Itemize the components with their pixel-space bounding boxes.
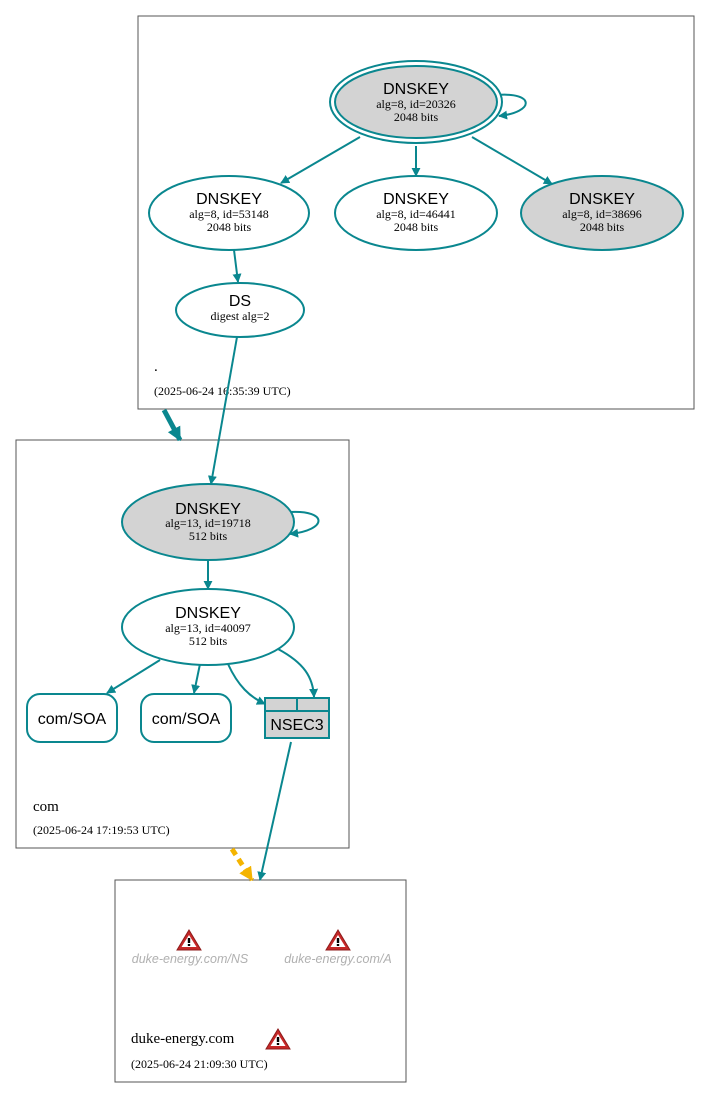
duke-energy-zone: duke-energy.com/NS duke-energy.com/A duk… (114, 879, 407, 1083)
node-type: DNSKEY (175, 605, 241, 622)
zone-timestamp: (2025-06-24 21:09:30 UTC) (131, 1057, 268, 1071)
root-zone: DNSKEY alg=8, id=20326 2048 bits DNSKEY … (137, 15, 695, 410)
edge-nsec3-to-duke (257, 741, 292, 881)
node-type: DS (229, 293, 251, 310)
node-detail: alg=8, id=46441 (376, 207, 456, 221)
edge-zsk-to-nsec3-b (277, 648, 319, 698)
node-detail: alg=8, id=38696 (562, 207, 642, 221)
edge-zsk-to-soa-1 (106, 659, 161, 694)
node-type: DNSKEY (196, 191, 262, 208)
soa-node-1[interactable]: com/SOA (26, 693, 118, 743)
edge-ksk-to-zsk-38696 (471, 136, 553, 185)
node-size: 2048 bits (394, 220, 439, 234)
node-detail: alg=8, id=53148 (189, 207, 269, 221)
dnskey-node-40097[interactable]: DNSKEY alg=13, id=40097 512 bits (121, 588, 295, 666)
delegation-com-to-duke (229, 847, 255, 882)
edge-zsk-to-ds (232, 249, 242, 283)
node-size: 512 bits (189, 634, 228, 648)
nsec3-node[interactable]: NSEC3 (264, 697, 330, 739)
zone-name: . (154, 359, 158, 375)
query-label: duke-energy.com/NS (132, 952, 249, 966)
node-detail: digest alg=2 (210, 309, 269, 323)
edge-ksk-to-zsk-53148 (280, 136, 361, 184)
edge-ds-to-com-ksk (207, 336, 238, 485)
com-zone: DNSKEY alg=13, id=19718 512 bits DNSKEY … (15, 439, 350, 849)
query-label: duke-energy.com/A (284, 952, 391, 966)
query-node-ns[interactable]: duke-energy.com/NS (132, 929, 249, 966)
node-detail: alg=13, id=40097 (165, 621, 251, 635)
edge-com-ksk-self (289, 510, 320, 538)
node-label: com/SOA (38, 711, 107, 728)
node-size: 2048 bits (394, 110, 439, 124)
zone-timestamp: (2025-06-24 17:19:53 UTC) (33, 823, 170, 837)
zone-name: com (33, 799, 59, 815)
node-detail: alg=8, id=20326 (376, 97, 456, 111)
node-type: DNSKEY (383, 191, 449, 208)
dnskey-node-38696[interactable]: DNSKEY alg=8, id=38696 2048 bits (520, 175, 684, 251)
dnskey-node-20326[interactable]: DNSKEY alg=8, id=20326 2048 bits (329, 60, 503, 144)
edge-zsk-to-soa-2 (191, 663, 201, 694)
node-size: 512 bits (189, 529, 228, 543)
dnskey-node-46441[interactable]: DNSKEY alg=8, id=46441 2048 bits (334, 175, 498, 251)
soa-node-2[interactable]: com/SOA (140, 693, 232, 743)
node-size: 2048 bits (580, 220, 625, 234)
edge-ksk-self (496, 93, 527, 120)
dnskey-node-53148[interactable]: DNSKEY alg=8, id=53148 2048 bits (148, 175, 310, 251)
node-type: DNSKEY (569, 191, 635, 208)
edge-zsk-to-nsec3-a (227, 663, 266, 705)
node-type: DNSKEY (175, 501, 241, 518)
duke-zone-box (114, 879, 407, 1083)
node-label: NSEC3 (270, 717, 323, 734)
node-size: 2048 bits (207, 220, 252, 234)
node-detail: alg=13, id=19718 (165, 516, 251, 530)
query-node-a[interactable]: duke-energy.com/A (284, 929, 392, 966)
zone-name: duke-energy.com (131, 1031, 235, 1047)
zone-timestamp: (2025-06-24 16:35:39 UTC) (154, 384, 291, 398)
ds-node[interactable]: DS digest alg=2 (175, 282, 305, 338)
node-type: DNSKEY (383, 81, 449, 98)
node-label: com/SOA (152, 711, 221, 728)
delegation-root-to-com (161, 408, 183, 442)
dnskey-node-19718[interactable]: DNSKEY alg=13, id=19718 512 bits (121, 483, 295, 561)
